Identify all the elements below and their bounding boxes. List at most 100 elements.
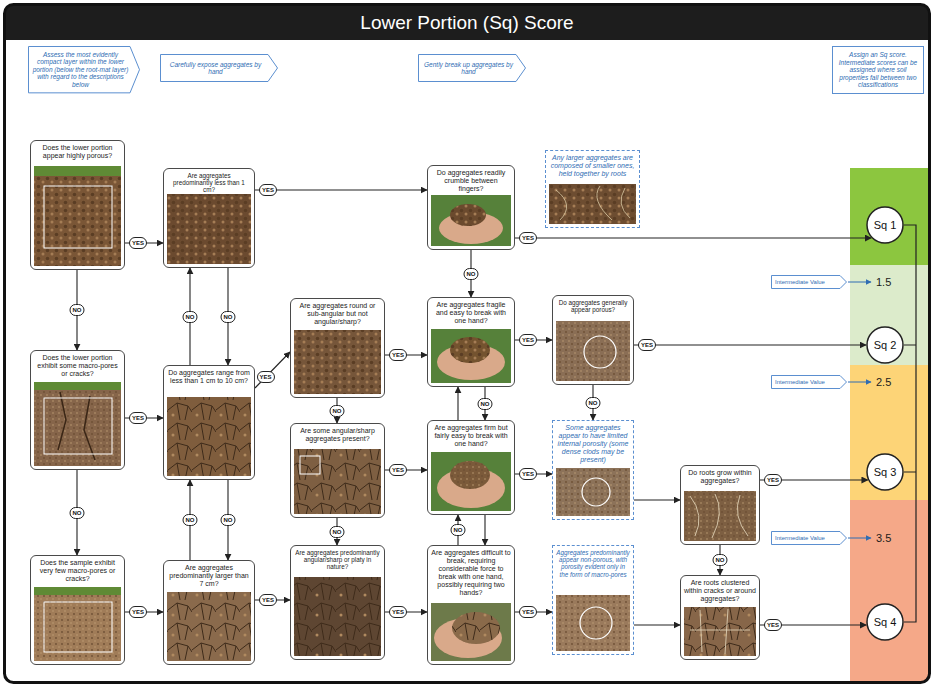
instruction-text: Assess the most evidently compact layer … <box>28 49 140 90</box>
soil-photo <box>167 194 251 264</box>
question-text: Do aggregates generally appear porous? <box>556 299 630 313</box>
question-box: Does the lower portion exhibit some macr… <box>30 350 125 470</box>
question-box: Are aggregates predominantly angular/sha… <box>290 545 385 660</box>
note-text: Any larger aggregates are composed of sm… <box>549 154 636 178</box>
instruction-arrow: Gently break up aggregates by hand <box>418 54 526 82</box>
question-text: Are aggregates difficult to break, requi… <box>431 549 511 597</box>
answer-badge: YES <box>129 412 147 424</box>
answer-badge: NO <box>221 311 236 323</box>
arrow-outline <box>419 55 526 82</box>
circle-outline <box>867 604 903 640</box>
question-box: Do aggregates range from less than 1 cm … <box>163 365 255 480</box>
question-box: Do aggregates generally appear porous? <box>552 295 634 385</box>
instruction-text: Assign an Sq score. Intermediate scores … <box>836 51 920 88</box>
answer-badge: NO <box>713 554 728 566</box>
soil-photo <box>294 330 381 394</box>
question-box: Are aggregates firm but fairly easy to b… <box>427 420 515 515</box>
question-text: Does the sample exhibit very few macro-p… <box>34 559 121 583</box>
soil-photo <box>549 184 636 224</box>
flow-arrow <box>634 499 680 500</box>
arrow-outline <box>772 532 847 545</box>
soil-photo <box>294 449 381 514</box>
question-box: Are aggregates round or sub-angular but … <box>290 298 385 398</box>
question-text: Are some angular/sharp aggregates presen… <box>294 427 381 443</box>
score-circle: Sq 2 <box>866 326 904 364</box>
arrow-outline <box>29 47 140 93</box>
intermediate-value-tag: Intermediate Value <box>771 531 847 545</box>
answer-badge: NO <box>183 514 198 526</box>
flow-arrow <box>484 515 485 545</box>
arrow-outline <box>161 55 278 82</box>
answer-badge: YES <box>259 184 277 196</box>
soil-photo <box>34 382 121 466</box>
question-box: Are roots clustered within cracks or aro… <box>680 575 760 660</box>
note-text: Aggregates predominantly appear non-poro… <box>556 549 630 578</box>
question-text: Do aggregates readily crumble between fi… <box>431 169 511 193</box>
answer-badge: YES <box>389 349 407 361</box>
question-box: Are aggregates predominantly larger than… <box>163 560 255 665</box>
question-text: Are aggregates predominantly less than 1… <box>167 172 251 194</box>
question-text: Does the lower portion exhibit some macr… <box>34 354 121 378</box>
question-box: Does the lower portion appear highly por… <box>30 140 125 270</box>
note-box: Some aggregates appear to have limited i… <box>552 420 634 520</box>
tag-text: Intermediate Value <box>771 379 833 386</box>
score-text: Sq 1 <box>874 219 897 231</box>
outer-frame <box>5 5 930 683</box>
answer-badge: YES <box>764 474 782 486</box>
hand-photo <box>431 452 511 511</box>
root-photo <box>684 607 756 656</box>
answer-badge: NO <box>330 526 345 538</box>
flow-arrow <box>255 189 427 190</box>
answer-badge: YES <box>256 371 274 383</box>
answer-badge: NO <box>451 524 466 536</box>
question-text: Do aggregates range from less than 1 cm … <box>167 369 251 385</box>
answer-badge: YES <box>764 619 782 631</box>
arrow-outline <box>772 376 847 389</box>
answer-badge: NO <box>70 507 85 519</box>
flow-arrow <box>515 237 871 238</box>
flow-arrow <box>255 352 290 388</box>
instruction-arrow: Assess the most evidently compact layer … <box>28 46 140 93</box>
circle-outline <box>867 207 903 243</box>
intermediate-leader <box>848 282 871 538</box>
intermediate-score: 1.5 <box>876 276 891 288</box>
answer-badge: NO <box>221 514 236 526</box>
soil-photo <box>167 592 251 661</box>
score-circle: Sq 4 <box>866 603 904 641</box>
note-text: Some aggregates appear to have limited i… <box>556 424 630 464</box>
flow-arrow <box>634 344 866 345</box>
instruction-text: Gently break up aggregates by hand <box>418 59 526 78</box>
question-box: Are aggregates difficult to break, requi… <box>427 545 515 665</box>
score-text: Sq 4 <box>874 616 897 628</box>
answer-badge: YES <box>638 339 656 351</box>
soil-photo <box>556 321 630 381</box>
instruction-arrow: Carefully expose aggregates by hand <box>160 54 278 82</box>
soil-photo <box>556 468 630 516</box>
score-bands <box>5 5 929 682</box>
answer-badge: YES <box>259 594 277 606</box>
instruction-text: Carefully expose aggregates by hand <box>160 59 278 78</box>
question-text: Are aggregates firm but fairly easy to b… <box>431 424 511 448</box>
score-text: Sq 3 <box>874 466 897 478</box>
question-text: Does the lower portion appear highly por… <box>34 144 121 160</box>
root-photo <box>684 491 756 541</box>
note-box: Aggregates predominantly appear non-poro… <box>552 545 634 655</box>
question-text: Do roots grow within aggregates? <box>684 469 756 485</box>
answer-badge: NO <box>183 311 198 323</box>
answer-badge: NO <box>330 405 345 417</box>
soil-photo <box>34 587 121 661</box>
soil-photo <box>294 577 381 656</box>
tag-text: Intermediate Value <box>771 279 833 286</box>
instruction-box: Assign an Sq score. Intermediate scores … <box>832 46 924 94</box>
question-text: Are aggregates round or sub-angular but … <box>294 302 381 326</box>
flow-arrow <box>457 387 458 420</box>
intermediate-score: 3.5 <box>876 532 891 544</box>
answer-badge: NO <box>70 304 85 316</box>
circle-outline <box>867 327 903 363</box>
tag-text: Intermediate Value <box>771 535 833 542</box>
score-bracket <box>904 225 916 622</box>
answer-badge: YES <box>519 232 537 244</box>
score-text: Sq 2 <box>874 339 897 351</box>
question-box: Does the sample exhibit very few macro-p… <box>30 555 125 665</box>
answer-badge: NO <box>478 398 493 410</box>
